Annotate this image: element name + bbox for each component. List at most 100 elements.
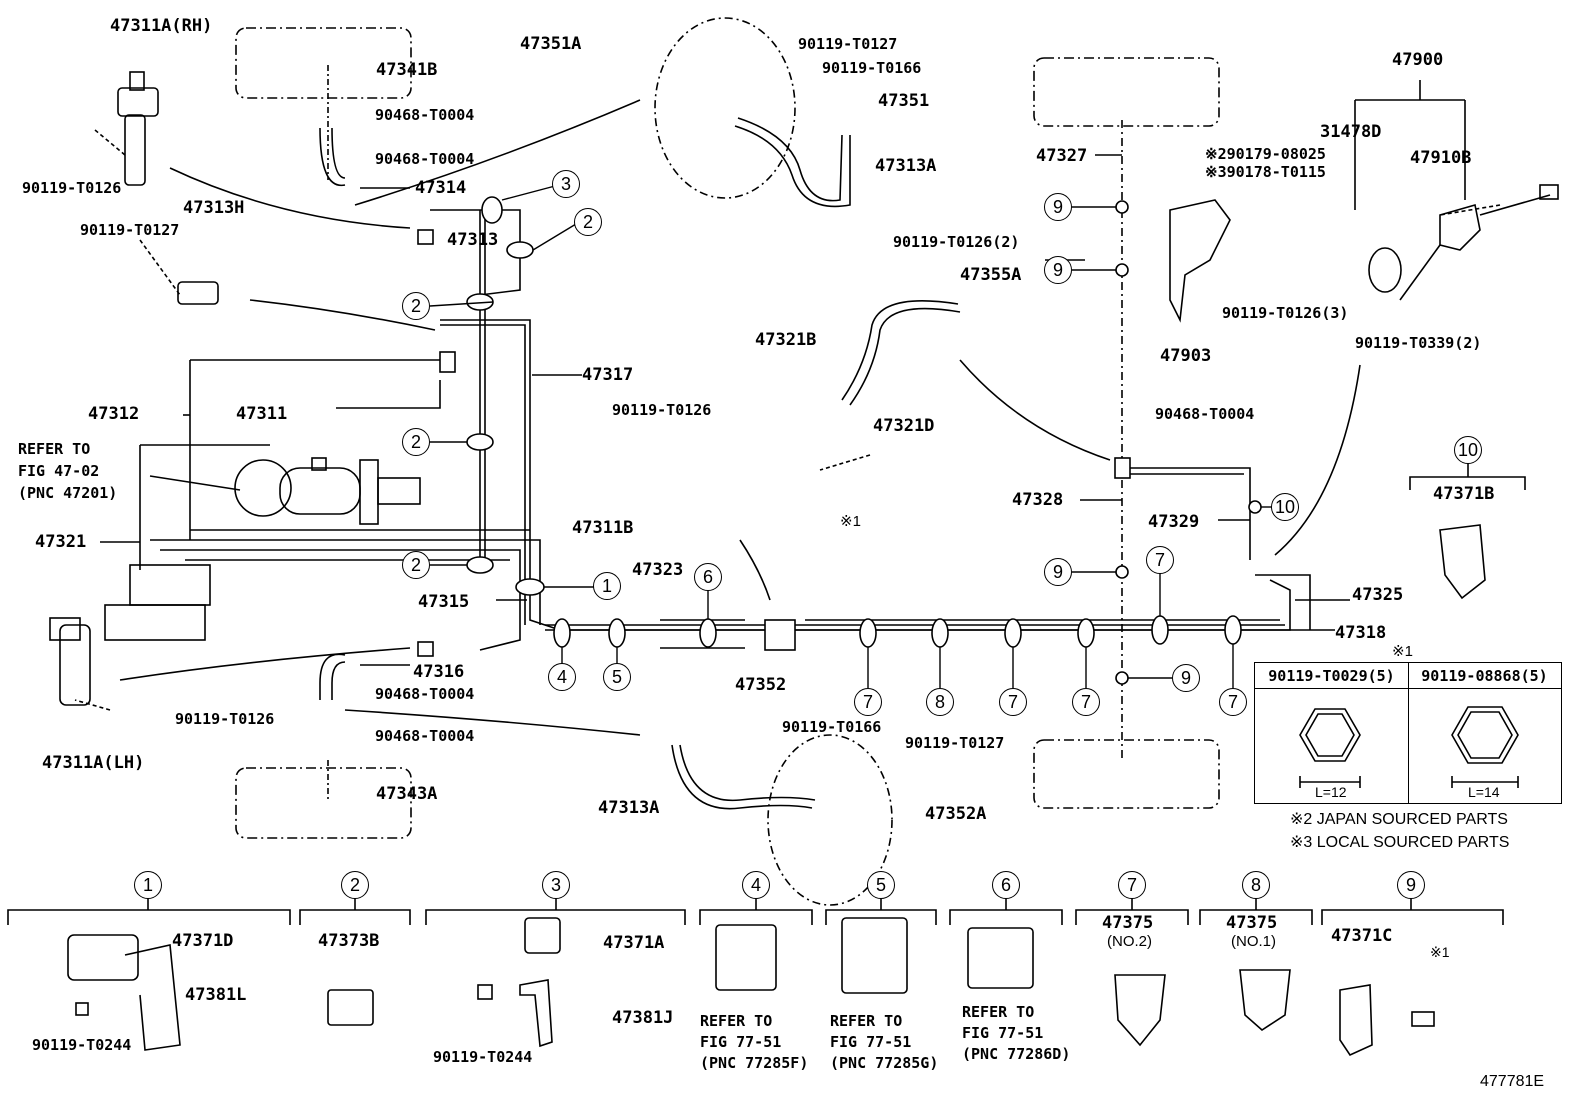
callout-1: 1 (593, 572, 621, 600)
tube-47313 (430, 209, 521, 296)
blank-box-bottom-right (1033, 739, 1220, 809)
legend-90119-T0244-b: 90119-T0244 (433, 1048, 533, 1066)
bolt-90119-T0244-b (477, 984, 493, 1000)
callout-6: 6 (694, 563, 722, 591)
legend-47375-a: 47375 (1102, 913, 1154, 933)
abs-actuator (129, 564, 211, 606)
master-cylinder-body (279, 467, 361, 515)
callout-7-b: 7 (999, 688, 1027, 716)
brake-hose-47311A-LH (59, 624, 91, 706)
label-47910B: 47910B (1410, 148, 1472, 168)
legend-num-5: 5 (867, 871, 895, 899)
label-90468-T0004-a: 90468-T0004 (375, 106, 475, 124)
clip-oval-3 (481, 196, 503, 224)
label-47311: 47311 (236, 404, 288, 424)
clamp-47371D (67, 934, 139, 981)
bracket-47381L (124, 944, 181, 1051)
callout-2-a: 2 (574, 208, 602, 236)
figure-id: 477781E (1480, 1073, 1545, 1090)
callout-2-b: 2 (402, 292, 430, 320)
legend-num-1: 1 (134, 871, 162, 899)
callout-9-c: 9 (1044, 558, 1072, 586)
hose-47313A-bottom (679, 744, 816, 802)
clip-oval-7e (1224, 615, 1242, 645)
legend-6-pnc: (PNC 77286D) (962, 1045, 1071, 1063)
arrow-to-47311A-RH (169, 167, 411, 229)
legend-4-refer: REFER TO (700, 1012, 773, 1030)
table-col2-header: 90119-08868(5) (1408, 663, 1561, 689)
hex-L14 (1451, 706, 1519, 764)
legend-47375-b: 47375 (1226, 913, 1278, 933)
label-47343A: 47343A (376, 784, 438, 804)
arrow-to-47313H (249, 299, 436, 331)
callout-4: 4 (548, 663, 576, 691)
label-90119-T0127-b: 90119-T0127 (798, 35, 898, 53)
arrow-to-47311B (739, 539, 771, 601)
fastener-size-table: 90119-T0029(5) 90119-08868(5) L=12 L=14 (1254, 662, 1562, 804)
callout-7-c: 7 (1072, 688, 1100, 716)
tube-47317 (440, 319, 1290, 631)
clip-47375-no1 (1239, 969, 1291, 1032)
label-47355A: 47355A (960, 265, 1022, 285)
callout-2-c: 2 (402, 428, 430, 456)
label-47318: 47318 (1335, 623, 1387, 643)
zoom-oval-top (654, 17, 796, 199)
label-90178-T0115: ※390178-T0115 (1205, 163, 1326, 181)
callout-9-a: 9 (1044, 193, 1072, 221)
clip-oval-2d (466, 556, 494, 574)
label-90119-T0126-a: 90119-T0126 (22, 179, 122, 197)
table-col1-header: 90119-T0029(5) (1255, 663, 1408, 689)
label-90119-T0126-c: 90119-T0126 (612, 401, 712, 419)
label-47900: 47900 (1392, 50, 1444, 70)
legend-47371D: 47371D (172, 931, 234, 951)
sensor-bracket-47903 (1169, 199, 1231, 323)
label-refer-to-main: REFER TO (18, 440, 91, 458)
legend-47381L: 47381L (185, 985, 247, 1005)
label-90468-T0004-d: 90468-T0004 (375, 727, 475, 745)
clip-47371B (1439, 524, 1486, 600)
callout-10-a: 10 (1271, 493, 1299, 521)
label-47321D: 47321D (873, 416, 935, 436)
clip-47373B (327, 989, 374, 1026)
label-47313: 47313 (447, 230, 499, 250)
legend-47381J: 47381J (612, 1008, 674, 1028)
legend-num-2: 2 (341, 871, 369, 899)
label-47311A-LH: 47311A(LH) (42, 753, 145, 773)
label-90468-T0004-c: 90468-T0004 (375, 685, 475, 703)
hose-47329 (1125, 467, 1251, 560)
label-47321B: 47321B (755, 330, 817, 350)
arrow-to-47351A (354, 99, 641, 206)
legend-4-pnc: (PNC 77285F) (700, 1054, 809, 1072)
label-47328: 47328 (1012, 490, 1064, 510)
spring-31478D (1368, 247, 1402, 293)
label-47351: 47351 (878, 91, 930, 111)
label-90119-T0126-3: 90119-T0126(3) (1222, 304, 1349, 322)
junction-47311 (439, 351, 456, 373)
label-47351A: 47351A (520, 34, 582, 54)
label-47352: 47352 (735, 675, 787, 695)
clip-oval-7d (1151, 615, 1169, 645)
reservoir-47201 (234, 459, 292, 517)
label-47314: 47314 (415, 178, 467, 198)
label-47311B: 47311B (572, 518, 634, 538)
junction-47314 (417, 229, 434, 245)
arrow-to-47355A (959, 359, 1111, 461)
label-90119-T0127-c: 90119-T0127 (905, 734, 1005, 752)
label-fig-main: FIG 47-02 (18, 462, 100, 480)
clip-77285G (841, 917, 908, 994)
legend-47371A: 47371A (603, 933, 665, 953)
label-47329: 47329 (1148, 512, 1200, 532)
label-47371B: 47371B (1433, 484, 1495, 504)
clip-oval-8 (931, 618, 949, 648)
clip-47371A (524, 917, 561, 954)
note-japan: ※2 JAPAN SOURCED PARTS (1290, 811, 1508, 828)
label-31478D: 31478D (1320, 122, 1382, 142)
label-90119-T0126-b: 90119-T0126 (175, 710, 275, 728)
height-sensor-47900 (1439, 203, 1481, 251)
legend-mark1: ※1 (1430, 944, 1450, 960)
clip-oval-2c (466, 433, 494, 451)
label-pnc-main: (PNC 47201) (18, 484, 118, 502)
label-47325: 47325 (1352, 585, 1404, 605)
clip-77286D (967, 927, 1034, 989)
